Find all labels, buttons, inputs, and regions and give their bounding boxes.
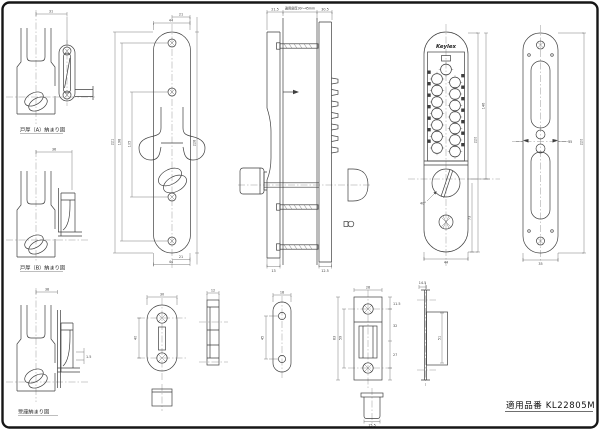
screw-hole: [278, 312, 286, 320]
dim-label: 44: [169, 260, 173, 264]
dim-label: 36: [52, 148, 56, 152]
dust-cup-view: 15.5: [360, 388, 384, 428]
view-label-b: 戸厚（B）納まり図: [20, 264, 65, 272]
strike-plate-side-view: 12: [199, 289, 228, 366]
oblong-cutout: [530, 151, 551, 220]
dim-label: 12.5: [321, 269, 329, 273]
cylinder-screw: [438, 214, 454, 230]
dim-label: 27: [393, 353, 397, 357]
spacer-plate-view: 18 45: [261, 291, 292, 379]
view-label-c: 受座納まり図: [18, 408, 49, 416]
strike-box-side-view: 14.5 51: [417, 281, 448, 386]
dim-label: 18: [280, 291, 284, 295]
center-hole: [535, 143, 546, 154]
through-bolt: [276, 243, 319, 251]
inside-unit-front-view: 21 44 221 198 105 228 21 44: [111, 13, 206, 268]
screw-hole: [278, 355, 286, 363]
pin-hole: [550, 229, 554, 233]
brand-text: Keylex: [436, 44, 457, 50]
button-profiles: [331, 77, 339, 154]
door-faces: [282, 18, 318, 265]
strike-plate-front-view: 30 40: [134, 293, 186, 411]
dim-label: 146: [482, 103, 486, 109]
product-number-block: 適用品番 KL22805M: [505, 400, 595, 412]
through-bolt: [276, 42, 319, 50]
dim-label: 11.5: [393, 302, 401, 306]
square-part-view: [151, 384, 173, 411]
section-view-a: 31 戸厚（A）納まり図: [6, 10, 95, 134]
strike-box-front-view: 28 59 83 11.5 32 27: [333, 286, 401, 388]
knob-front: [431, 168, 461, 198]
thumbturn-side: [239, 167, 265, 195]
pin-hole: [527, 229, 531, 233]
small-screw: [343, 220, 355, 228]
knob-side: [347, 168, 369, 202]
section-view-b: 36 戸厚（B）納まり図: [6, 148, 88, 272]
dim-label: 59: [339, 336, 343, 340]
dim-label: 220: [474, 137, 478, 143]
dim-label: 15.5: [368, 424, 376, 428]
dim-label: 28: [366, 286, 370, 290]
dim-label: 21: [179, 13, 183, 17]
back-plate-view: 35 220 35: [512, 25, 586, 266]
dim-label: 14.5: [419, 281, 427, 285]
hook-handle: [138, 107, 206, 161]
angle-annotation: 40°: [420, 191, 437, 206]
oblong-cutout: [530, 60, 551, 129]
dim-label: 30: [160, 293, 164, 297]
dim-label: 220: [580, 139, 584, 145]
dim-label: 1.5: [86, 355, 91, 359]
dim-label: 35: [538, 262, 542, 266]
dim-label: 45: [261, 336, 265, 340]
dim-label: 44: [169, 19, 173, 23]
product-number-text: 適用品番 KL22805M: [506, 400, 595, 411]
keypad-front-view: Keylex 40°: [408, 24, 500, 266]
outside-unit-side: [318, 21, 332, 263]
pin-hole: [550, 53, 554, 57]
dim-label: 21.5: [271, 8, 279, 12]
dim-label: 51: [438, 336, 442, 340]
dim-label: 40°: [420, 202, 426, 206]
dim-label: 32: [393, 324, 397, 328]
dim-label: 73: [468, 216, 472, 220]
through-bolt: [276, 203, 319, 211]
dim-label: 38: [45, 288, 49, 292]
clear-button: [441, 55, 451, 62]
dim-label: 31: [49, 10, 53, 14]
dim-label: 12: [211, 289, 215, 293]
dim-label: 228: [193, 140, 197, 146]
view-label-a: 戸厚（A）納まり図: [20, 126, 65, 134]
section-view-c: 1.5 38 受座納まり図: [6, 288, 91, 416]
dim-label: 198: [118, 139, 122, 145]
spindle: [264, 182, 319, 188]
thumbturn: [158, 167, 182, 187]
dim-label: 40: [134, 336, 138, 340]
dim-label: 105: [128, 141, 132, 147]
arrow-icon: [283, 89, 299, 95]
dim-label: 44: [444, 261, 448, 265]
dim-label: 13: [271, 269, 275, 273]
dim-label: 30.5: [321, 8, 329, 12]
center-hole: [535, 129, 546, 140]
door-thickness-note: 適用扉厚30〜45mm: [285, 6, 315, 11]
dim-label: 221: [111, 139, 115, 145]
dim-label: 83: [333, 336, 337, 340]
pin-hole: [527, 53, 531, 57]
dim-label: 21: [179, 255, 183, 259]
side-assembly-view: 21.5 適用扉厚30〜45mm 30.5 13 12.5: [238, 6, 372, 273]
dim-label: 35: [568, 140, 572, 144]
